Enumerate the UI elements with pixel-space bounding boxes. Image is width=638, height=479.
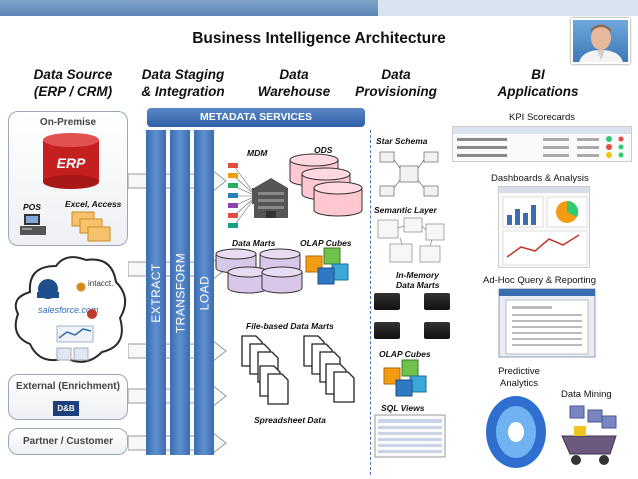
column-heading-line: Data (279, 67, 309, 82)
ods-cylinders-icon (289, 153, 363, 217)
cloud-app-icon (86, 307, 98, 325)
column-heading-line: BI (531, 67, 545, 82)
chip-icon (424, 322, 450, 339)
in-memory-label: In-Memory Data Marts (396, 270, 440, 290)
semantic-layer-label: Semantic Layer (374, 205, 437, 215)
external-label: External (Enrichment) (16, 381, 120, 392)
warehouse-building-icon (254, 178, 288, 218)
on-premise-label: On-Premise (39, 117, 97, 128)
column-heading-line: Warehouse (257, 84, 331, 99)
column-heading-line: Data Staging (141, 67, 225, 82)
olap-cubes-prov-label: OLAP Cubes (379, 349, 431, 359)
cube-icon (383, 359, 427, 397)
erp-label: ERP (56, 155, 86, 171)
column-heading-staging: Data Staging & Integration (130, 66, 236, 100)
intacct-logo-icon (76, 279, 86, 297)
star-schema-label: Star Schema (376, 136, 428, 146)
person-photo (571, 18, 630, 64)
intacct-label: intacct. (88, 279, 114, 288)
chip-icon (374, 322, 400, 339)
extract-bar (146, 130, 166, 455)
scorecard-thumbnail (452, 126, 632, 162)
mdm-label: MDM (247, 148, 268, 158)
partner-label: Partner / Customer (22, 436, 114, 447)
folders-icon (70, 210, 112, 249)
metadata-services-bar: METADATA SERVICES (147, 108, 365, 127)
column-heading-line: Provisioning (355, 84, 437, 99)
star-schema-icon (379, 151, 439, 197)
chip-icon (424, 293, 450, 310)
cloud-thumb-icon (56, 347, 90, 366)
cloud-app-badge-icon (33, 276, 63, 305)
dashboards-label: Dashboards & Analysis (491, 173, 589, 184)
sql-views-icon (374, 414, 446, 458)
data-marts-label: Data Marts (232, 238, 276, 248)
cube-icon (305, 247, 349, 285)
transform-bar (170, 130, 190, 455)
data-mining-label: Data Mining (561, 389, 612, 400)
column-heading-bi: BI Applications (488, 66, 588, 100)
column-heading-warehouse: Data Warehouse (246, 66, 342, 100)
header-bar-right (378, 0, 638, 16)
sql-views-label: SQL Views (381, 403, 425, 413)
column-heading-provisioning: Data Provisioning (348, 66, 444, 100)
document-stack-icon (241, 335, 355, 405)
semantic-layer-icon (377, 217, 445, 263)
report-thumbnail (498, 288, 596, 358)
analytics-disc-icon (486, 396, 546, 468)
file-marts-label: File-based Data Marts (246, 321, 334, 331)
column-heading-line: Applications (497, 84, 579, 99)
column-heading-line: Data (381, 67, 411, 82)
column-heading-line: & Integration (141, 84, 225, 99)
salesforce-label: salesforce.com (38, 305, 99, 315)
spreadsheet-label: Spreadsheet Data (254, 415, 326, 425)
chip-icon (374, 293, 400, 310)
mining-cart-icon (561, 405, 617, 465)
kpi-scorecards-label: KPI Scorecards (509, 112, 575, 123)
partner-panel: Partner / Customer (8, 428, 128, 455)
column-heading-line: Data Source (33, 67, 113, 82)
column-heading-line: (ERP / CRM) (33, 84, 113, 99)
dashboard-thumbnail (498, 186, 590, 268)
column-heading-source: Data Source (ERP / CRM) (18, 66, 128, 100)
load-bar (194, 130, 214, 455)
provisioning-divider (370, 130, 371, 475)
cloud-chart-icon (55, 322, 95, 349)
ods-label: ODS (314, 145, 333, 155)
data-marts-cylinders-icon (215, 248, 303, 294)
olap-cubes-label: OLAP Cubes (300, 238, 352, 248)
excel-access-label: Excel, Access (65, 199, 122, 209)
header-bar-left (0, 0, 378, 16)
diagram-title: Business Intelligence Architecture (192, 30, 446, 47)
predictive-label: Predictive Analytics (498, 366, 540, 389)
pos-terminal-icon (18, 213, 48, 242)
erp-database-icon (42, 132, 100, 195)
pos-label: POS (23, 202, 41, 212)
adhoc-label: Ad-Hoc Query & Reporting (483, 275, 596, 286)
dnb-logo-icon: D&B (53, 401, 79, 416)
load-label: LOAD (197, 275, 211, 311)
